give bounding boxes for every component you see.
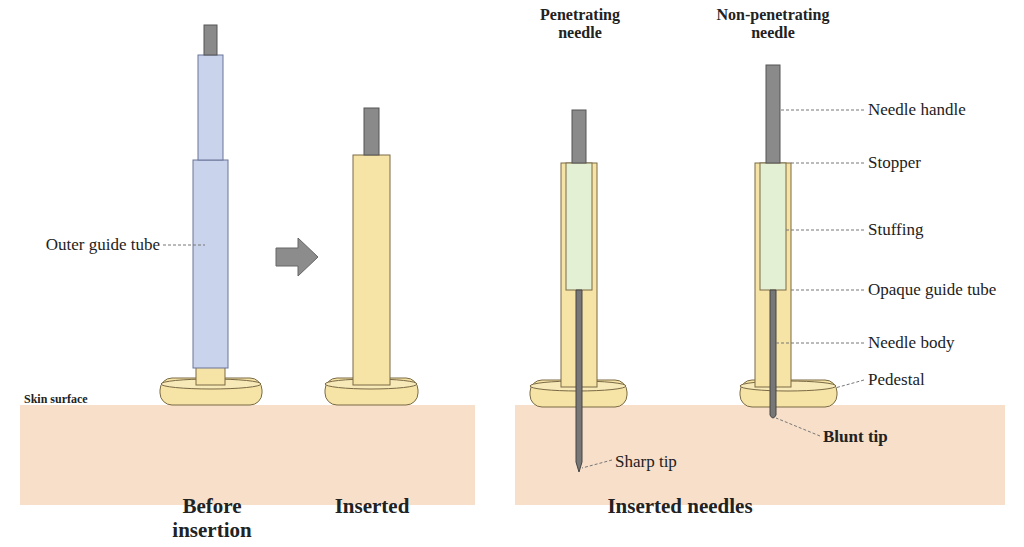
part-label: Stopper	[868, 153, 921, 173]
part-label: Outer guide tube	[46, 235, 160, 255]
skin	[20, 405, 475, 505]
needle-type-label: Penetrating needle	[520, 6, 640, 43]
skin	[515, 405, 1005, 505]
stage-caption: Before insertion	[152, 494, 272, 542]
stage-caption: Inserted	[335, 494, 410, 518]
part-label: Stuffing	[868, 220, 923, 240]
part-label: Needle body	[868, 333, 954, 353]
part-label: Pedestal	[868, 370, 925, 390]
needle-type-label: Non-penetrating needle	[708, 6, 838, 43]
outer-guide-tube	[193, 160, 228, 368]
part-label: Blunt tip	[823, 427, 888, 447]
arrow	[276, 238, 318, 276]
part-label: Opaque guide tube	[868, 280, 996, 300]
region-label: Skin surface	[24, 393, 88, 407]
part-label: Sharp tip	[615, 452, 677, 472]
part-label: Needle handle	[868, 100, 966, 120]
stage-caption: Inserted needles	[607, 494, 752, 518]
